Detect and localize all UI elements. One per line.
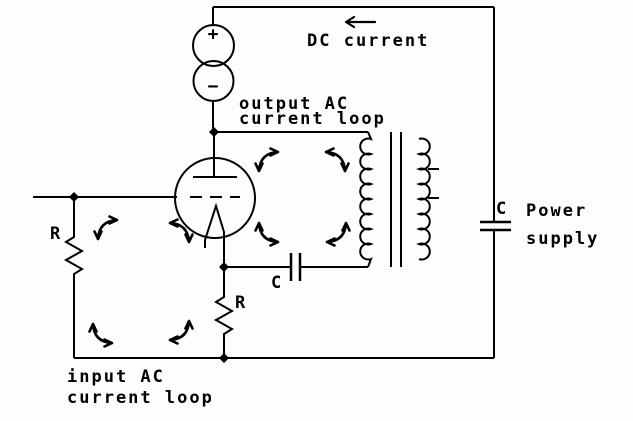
grid-resistor-label: R bbox=[50, 224, 63, 244]
input-loop-label: input AC current loop bbox=[67, 367, 214, 408]
output-loop-label: output AC current loop bbox=[239, 94, 386, 129]
power-supply-label: Power supply bbox=[526, 201, 600, 249]
transformer bbox=[359, 131, 439, 268]
power-supply-capacitor bbox=[480, 220, 511, 232]
grid-resistor bbox=[63, 197, 85, 358]
dc-loop-wires bbox=[74, 6, 495, 359]
secondary-winding bbox=[416, 137, 431, 261]
junction-dots bbox=[69, 127, 229, 363]
battery-plus-cell bbox=[192, 24, 235, 67]
output-branch bbox=[214, 131, 368, 281]
ac-current-arrows bbox=[88, 147, 351, 348]
ac-arrow-output-bottom-right-icon bbox=[325, 221, 351, 247]
input-branch bbox=[63, 197, 235, 358]
junction-bottom bbox=[219, 353, 229, 363]
dc-current-arrow-icon bbox=[344, 15, 377, 29]
coupling-capacitor-label: C bbox=[271, 273, 284, 293]
tube-plate bbox=[193, 132, 237, 178]
junction-cathode bbox=[219, 262, 229, 272]
ac-arrow-input-bottom-right-icon bbox=[168, 319, 194, 345]
ac-arrow-input-top-right-icon bbox=[168, 218, 194, 244]
battery-plus-label: + bbox=[207, 24, 219, 45]
dc-current-label: DC current bbox=[307, 31, 430, 51]
secondary-taps bbox=[428, 168, 439, 199]
triode-tube bbox=[33, 132, 256, 267]
ac-arrow-input-bottom-left-icon bbox=[88, 322, 114, 348]
battery-minus-label: − bbox=[207, 76, 219, 97]
cathode-resistor bbox=[213, 267, 235, 358]
junction-grid bbox=[69, 192, 79, 202]
battery-symbol bbox=[192, 24, 235, 102]
transformer-core bbox=[390, 132, 402, 267]
ac-arrow-output-top-left-icon bbox=[254, 147, 280, 173]
tube-cathode bbox=[204, 202, 225, 267]
junction-plate bbox=[209, 127, 219, 137]
ac-arrow-input-top-left-icon bbox=[93, 215, 119, 241]
supply-capacitor-label: C bbox=[496, 199, 509, 219]
primary-winding bbox=[359, 131, 374, 268]
cathode-resistor-label: R bbox=[235, 293, 248, 313]
ac-arrow-output-bottom-left-icon bbox=[254, 221, 280, 247]
coupling-capacitor bbox=[289, 253, 302, 281]
battery-minus-cell bbox=[192, 60, 235, 102]
ac-arrow-output-top-right-icon bbox=[324, 147, 350, 173]
